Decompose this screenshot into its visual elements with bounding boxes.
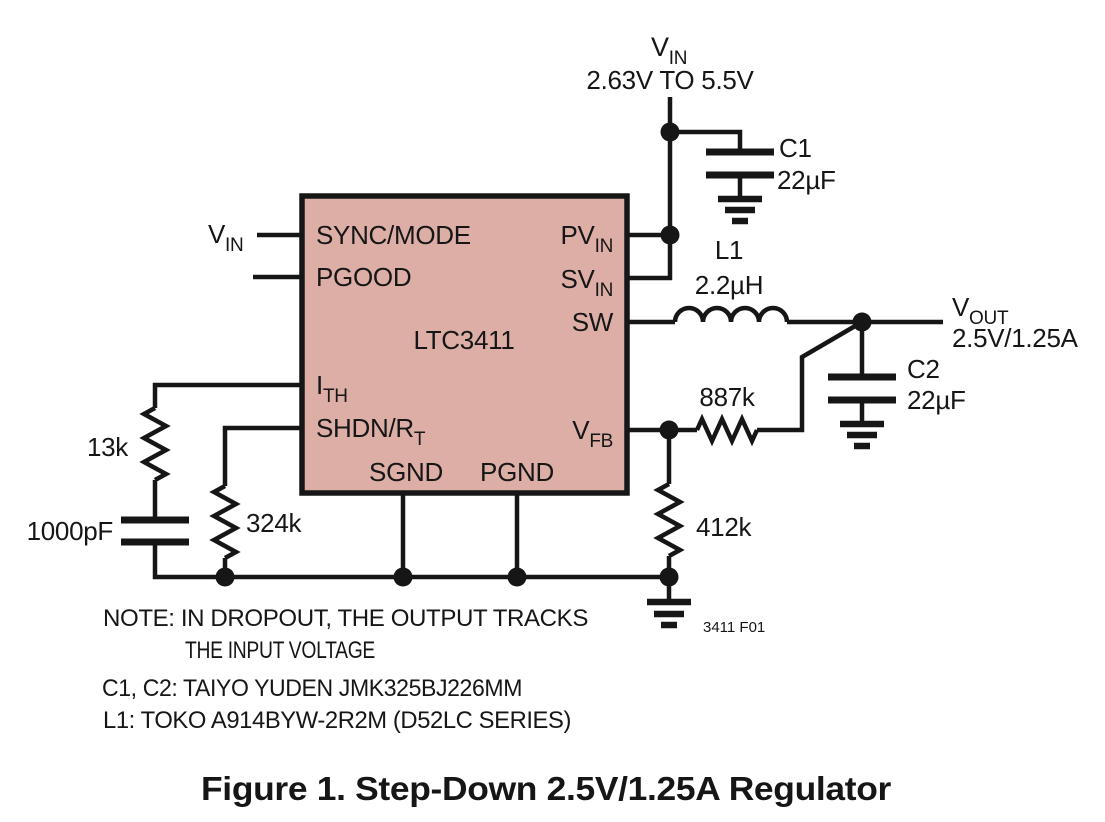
ground-symbol-c2 — [840, 420, 884, 450]
label-vin-left: VIN — [208, 219, 243, 256]
label-c2-value: 22µF — [907, 385, 966, 415]
figure-caption: Figure 1. Step-Down 2.5V/1.25A Regulator — [201, 770, 891, 807]
ic-part-number: LTC3411 — [414, 325, 515, 355]
ground-symbol-c1 — [718, 195, 762, 225]
resistor-324k — [209, 484, 241, 560]
pin-label-shdn-rt: SHDN/RT — [316, 413, 426, 450]
pin-label-pgnd: PGND — [480, 457, 554, 487]
component-labels: C1 22µF L1 2.2µH C2 22µF 13k 1000pF 324k… — [27, 133, 966, 546]
pin-label-sw: SW — [572, 307, 614, 337]
pin-label-sgnd: SGND — [369, 457, 443, 487]
junction-dots — [215, 122, 872, 587]
junction-dot — [660, 225, 680, 245]
net-labels: VIN 2.63V TO 5.5V VIN VOUT 2.5V/1.25A — [208, 32, 1079, 353]
junction-dot — [215, 567, 235, 587]
figure-reference-code: 3411 F01 — [703, 619, 765, 636]
wire-ith — [152, 382, 302, 408]
wire-shdn-rt — [222, 425, 302, 486]
label-887k-value: 887k — [699, 382, 755, 412]
junction-dot — [660, 122, 680, 142]
label-vout: VOUT — [952, 292, 1009, 329]
note-line-4: L1: TOKO A914BYW-2R2M (D52LC SERIES) — [103, 707, 571, 734]
label-324k-value: 324k — [246, 508, 302, 538]
label-1000pf-value: 1000pF — [27, 516, 113, 546]
resistor-412k — [653, 482, 685, 558]
pin-label-pgood: PGOOD — [316, 262, 411, 292]
label-l1-value: 2.2µH — [695, 270, 763, 300]
capacitor-c2 — [828, 373, 896, 404]
pin-label-pvin: PVIN — [561, 220, 614, 257]
note-line-3: C1, C2: TAIYO YUDEN JMK325BJ226MM — [102, 675, 522, 702]
inductor-l1 — [672, 305, 790, 323]
label-l1-ref: L1 — [715, 235, 743, 265]
ground-symbol-rail — [647, 598, 691, 629]
junction-dot — [852, 312, 872, 332]
wire-887k-to-vout-diagonal — [757, 320, 864, 433]
pin-label-sync-mode: SYNC/MODE — [316, 220, 471, 250]
resistor-13k — [139, 406, 171, 482]
label-vout-rating: 2.5V/1.25A — [952, 323, 1079, 353]
resistor-324k-zigzag — [209, 484, 241, 560]
pin-label-vfb: VFB — [572, 415, 613, 452]
resistor-887k — [694, 413, 760, 447]
capacitor-c1 — [706, 148, 774, 179]
resistor-13k-zigzag — [139, 406, 171, 482]
resistor-887k-zigzag — [694, 413, 760, 447]
ic-body — [299, 193, 630, 496]
pin-label-svin: SVIN — [561, 264, 614, 301]
wire-ground-rail — [152, 544, 669, 580]
ic-pin-labels: SYNC/MODE PGOOD ITH SHDN/RT LTC3411 PVIN… — [316, 220, 614, 487]
label-c1-value: 22µF — [777, 165, 836, 195]
label-r13k-value: 13k — [87, 432, 129, 462]
pin-label-ith: ITH — [316, 370, 348, 407]
junction-dot — [393, 567, 413, 587]
junction-dot — [659, 567, 679, 587]
junction-dot — [659, 420, 679, 440]
wire-vin-vertical-and-svin — [627, 97, 673, 281]
label-vin-range: 2.63V TO 5.5V — [586, 65, 754, 95]
wire-c1-branch — [670, 129, 743, 150]
notes-block: NOTE: IN DROPOUT, THE OUTPUT TRACKS THE … — [102, 605, 588, 734]
capacitor-1000pf — [121, 516, 189, 546]
junction-dot — [507, 567, 527, 587]
label-412k-value: 412k — [696, 512, 752, 542]
note-line-2: THE INPUT VOLTAGE — [185, 637, 375, 664]
resistor-412k-zigzag — [653, 482, 685, 558]
inductor-l1-humps — [672, 305, 790, 323]
label-c1-ref: C1 — [779, 133, 812, 163]
note-line-1: NOTE: IN DROPOUT, THE OUTPUT TRACKS — [103, 605, 588, 632]
label-vin-top: VIN — [651, 32, 687, 69]
label-c2-ref: C2 — [907, 354, 940, 384]
